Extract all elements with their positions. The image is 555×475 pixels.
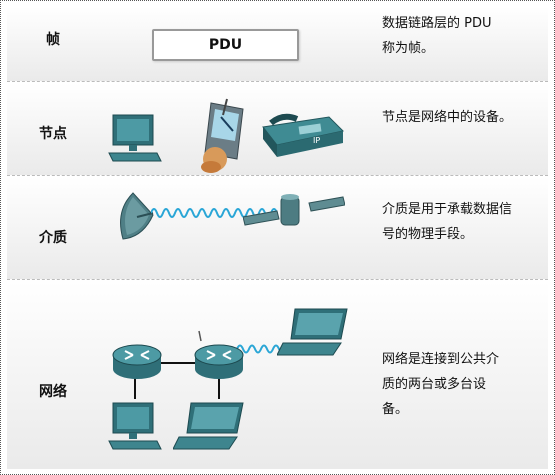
pdu-label: PDU <box>208 37 243 53</box>
laptop-icon <box>173 402 244 450</box>
row-divider <box>7 81 548 82</box>
desc-network: 网络是连接到公共介 质的两台或多台设 备。 <box>382 347 542 422</box>
term-frame: 帧 <box>46 32 60 48</box>
desktop-computer-icon <box>108 402 162 450</box>
desc-network-line-2: 质的两台或多台设 <box>382 377 487 392</box>
desc-medium-line-1: 介质是用于承载数据信 <box>382 202 513 217</box>
row-medium-bg <box>7 177 548 279</box>
desc-network-line-3: 备。 <box>382 402 409 417</box>
laptop-icon <box>277 308 348 356</box>
desc-frame-line-2: 称为帧。 <box>382 41 435 56</box>
desc-network-line-1: 网络是连接到公共介 <box>382 352 500 367</box>
term-medium: 介质 <box>39 230 67 246</box>
ip-phone-label: IP <box>313 136 320 145</box>
row-divider <box>7 175 548 176</box>
desc-medium: 介质是用于承载数据信 号的物理手段。 <box>382 197 542 247</box>
pdu-box: PDU <box>152 29 299 61</box>
router-icon <box>112 344 162 379</box>
desktop-computer-icon <box>108 114 162 162</box>
pda-stylus-icon <box>201 98 244 173</box>
row-network-bg <box>7 281 548 469</box>
satellite-icon <box>243 194 345 226</box>
term-network: 网络 <box>39 384 67 400</box>
ip-phone-icon: IP <box>262 113 345 157</box>
desc-medium-line-2: 号的物理手段。 <box>382 227 474 242</box>
term-node: 节点 <box>39 126 67 142</box>
satellite-dish-icon <box>120 192 154 240</box>
router-icon <box>194 344 244 379</box>
desc-frame: 数据链路层的 PDU 称为帧。 <box>382 11 542 61</box>
desc-node: 节点是网络中的设备。 <box>382 105 542 130</box>
row-divider <box>7 279 548 280</box>
desc-frame-line-1: 数据链路层的 PDU <box>382 16 492 31</box>
desc-node-line-1: 节点是网络中的设备。 <box>382 110 513 125</box>
